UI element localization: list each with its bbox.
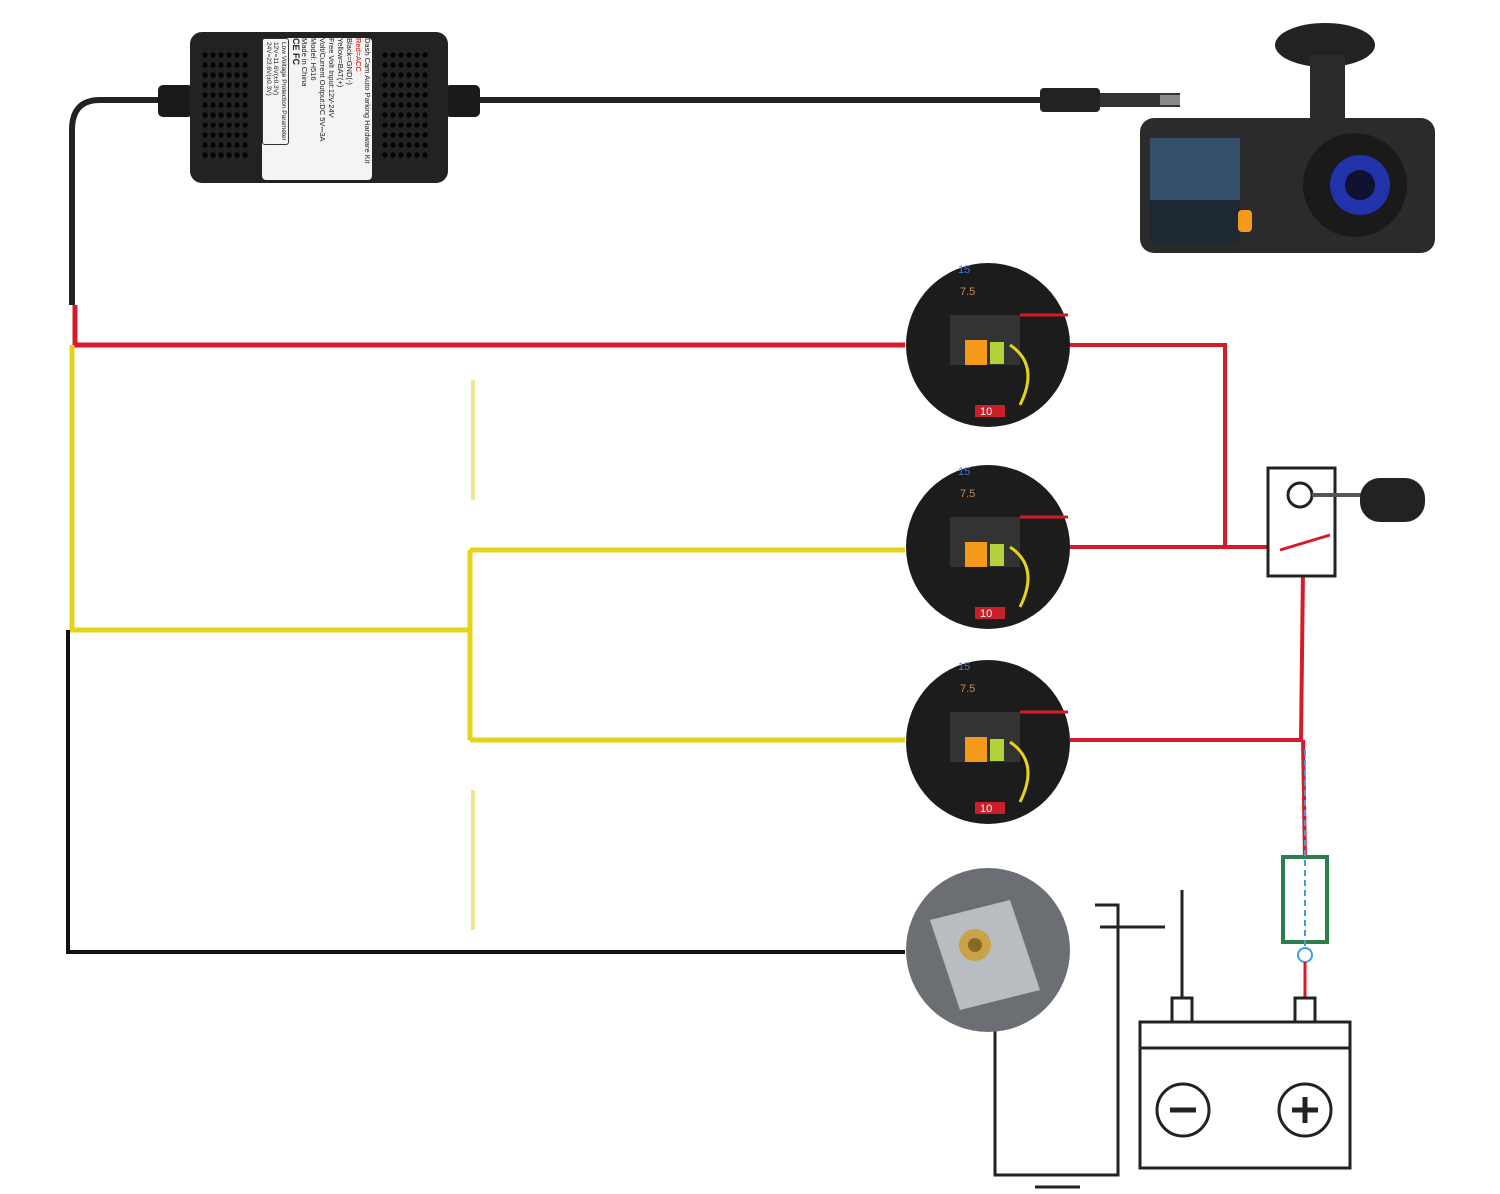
protection-24v: 24V=23.6V(±0.3V): [265, 42, 272, 96]
usb-connector-icon: [1040, 88, 1100, 112]
key-icon: [1360, 478, 1425, 522]
kit-title: Dash Cam Auto Parking Hardware Kit: [363, 38, 372, 164]
fuse-rating-label: 15: [958, 466, 970, 478]
fuse-rating-label: 7.5: [960, 683, 975, 695]
battery-icon: [1138, 996, 1352, 1170]
fuse-box-icon: 15 7.5 10: [906, 263, 1070, 427]
fuse-rating-label: 15: [958, 661, 970, 673]
cert-marks: CE FC: [291, 38, 301, 65]
gnd-wire: [66, 630, 905, 954]
protection-12v: 12V=11.6V(±0.3V): [272, 42, 280, 96]
power-wire: [1070, 343, 1307, 861]
fuse-box-icon: 15 7.5 10: [906, 465, 1070, 629]
ignition-switch-icon: [1266, 466, 1365, 578]
yellow-bat-text: Yellow=BAT(+): [336, 38, 345, 88]
fuse-rating-label: 10: [980, 406, 992, 418]
origin-text: Made in China: [300, 38, 309, 87]
red-acc-text: Red=ACC: [354, 38, 363, 72]
protection-title: Low Voltage Protection Parameter: [280, 42, 287, 141]
model-text: Model: H516: [309, 38, 318, 81]
inline-fuse-icon: [1281, 750, 1329, 998]
fuse-rating-label: 15: [958, 264, 970, 276]
dash-camera-icon: [1140, 23, 1435, 253]
ground-bolt-icon: [906, 868, 1070, 1032]
fuse-rating-label: 7.5: [960, 488, 975, 500]
fuse-box-icon: 15 7.5 10: [906, 660, 1070, 824]
acc-wire: [72, 305, 905, 348]
black-gnd-text: Black=GND(-): [345, 38, 354, 85]
ground-wire: [993, 890, 1184, 1177]
protection-box: Low Voltage Protection Parameter 12V=11.…: [262, 38, 289, 145]
fuse-rating-label: 10: [980, 608, 992, 620]
kit-cable: [69, 97, 190, 305]
bat-wire: [69, 345, 905, 743]
fuse-rating-label: 10: [980, 803, 992, 815]
input-text: Free Volt Input:12V-24V: [327, 38, 336, 118]
fuse-rating-label: 7.5: [960, 286, 975, 298]
output-text: Volt/Current Output:DC 5V⎓3A: [318, 38, 327, 142]
kit-label: Dash Cam Auto Parking Hardware Kit Red=A…: [262, 38, 372, 180]
